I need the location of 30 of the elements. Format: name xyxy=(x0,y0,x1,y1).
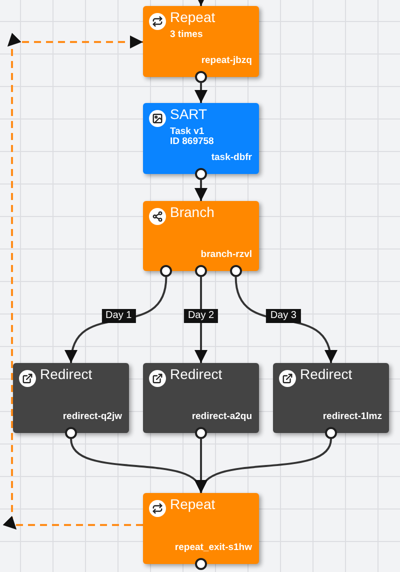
process-node xyxy=(143,103,259,174)
node-title: Redirect xyxy=(40,366,92,382)
node-title: Redirect xyxy=(300,366,352,382)
node-id-label: branch-rzvl xyxy=(200,249,252,261)
node-id-label: task-dbfr xyxy=(211,152,252,164)
node-detail: ID 869758 xyxy=(170,137,215,147)
node-title: Repeat xyxy=(170,496,216,512)
node-id-label: repeat_exit-s1hw xyxy=(174,542,252,554)
edge-label: Day 1 xyxy=(102,309,136,323)
arrow xyxy=(194,180,208,201)
process-node xyxy=(143,493,259,564)
process-node xyxy=(273,363,389,433)
process-node xyxy=(143,201,259,271)
node-title: Repeat xyxy=(170,9,216,25)
node-id-label: redirect-a2qu xyxy=(192,411,252,423)
process-node xyxy=(143,363,259,433)
node-id-label: repeat-jbzq xyxy=(201,55,252,67)
node-title: Redirect xyxy=(170,366,222,382)
edge-label: Day 2 xyxy=(184,309,218,323)
node-title: SART xyxy=(170,106,208,122)
edge-label: Day 3 xyxy=(266,309,300,323)
node-id-label: redirect-1lmz xyxy=(322,411,382,423)
process-node xyxy=(13,363,129,433)
node-detail: 3 times xyxy=(170,30,204,40)
node-detail: Task v1 xyxy=(170,127,206,137)
arrow xyxy=(194,83,208,103)
process-node xyxy=(143,6,259,77)
dashed-loop-arrow xyxy=(3,33,143,530)
node-title: Branch xyxy=(170,204,214,220)
node-id-label: redirect-q2jw xyxy=(62,411,122,423)
